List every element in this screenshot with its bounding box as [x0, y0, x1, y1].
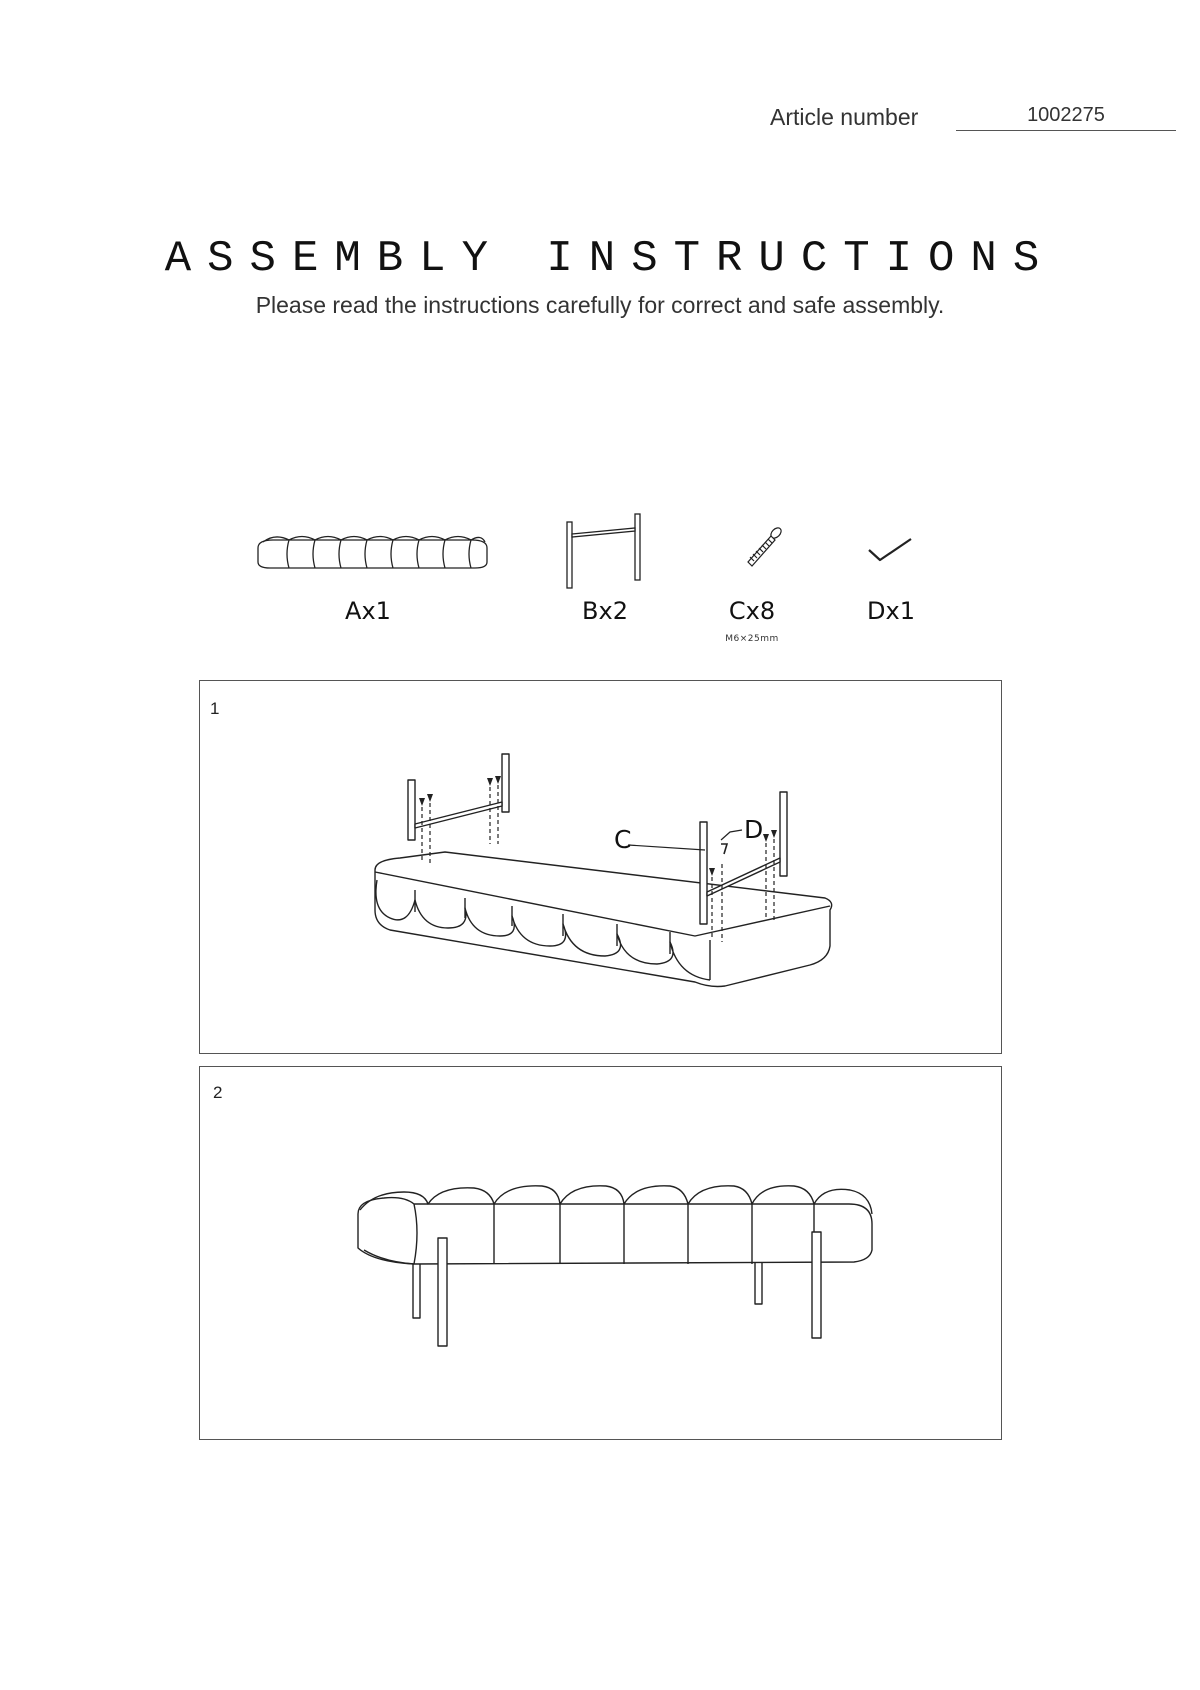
page-subtitle: Please read the instructions carefully f…: [255, 292, 945, 318]
step-2-illustration: [357, 1185, 873, 1347]
article-number-value: 1002275: [1027, 104, 1105, 126]
step-2-number: 2: [213, 1083, 223, 1102]
part-c-label: Cx8: [728, 597, 776, 625]
callout-key-d: D: [744, 815, 764, 844]
callout-bolt-c: C: [614, 825, 632, 854]
page-title: ASSEMBLY INSTRUCTIONS: [164, 234, 1056, 284]
bench-cushion-icon: [257, 535, 488, 569]
part-b-label: Bx2: [582, 597, 628, 625]
step-2-panel: [199, 1066, 1002, 1440]
bolt-icon: [747, 527, 782, 567]
step-1-number: 1: [210, 699, 220, 718]
leg-frame-icon: [566, 513, 641, 589]
allen-key-icon: [868, 538, 912, 562]
step-1-panel: [199, 680, 1002, 1054]
step-1-illustration: [374, 753, 833, 988]
part-c-size: M6×25mm: [725, 634, 779, 644]
article-number-label: Article number: [770, 104, 919, 130]
part-a-label: Ax1: [345, 597, 391, 625]
article-number-underline: [956, 130, 1176, 131]
part-d-label: Dx1: [867, 597, 915, 625]
